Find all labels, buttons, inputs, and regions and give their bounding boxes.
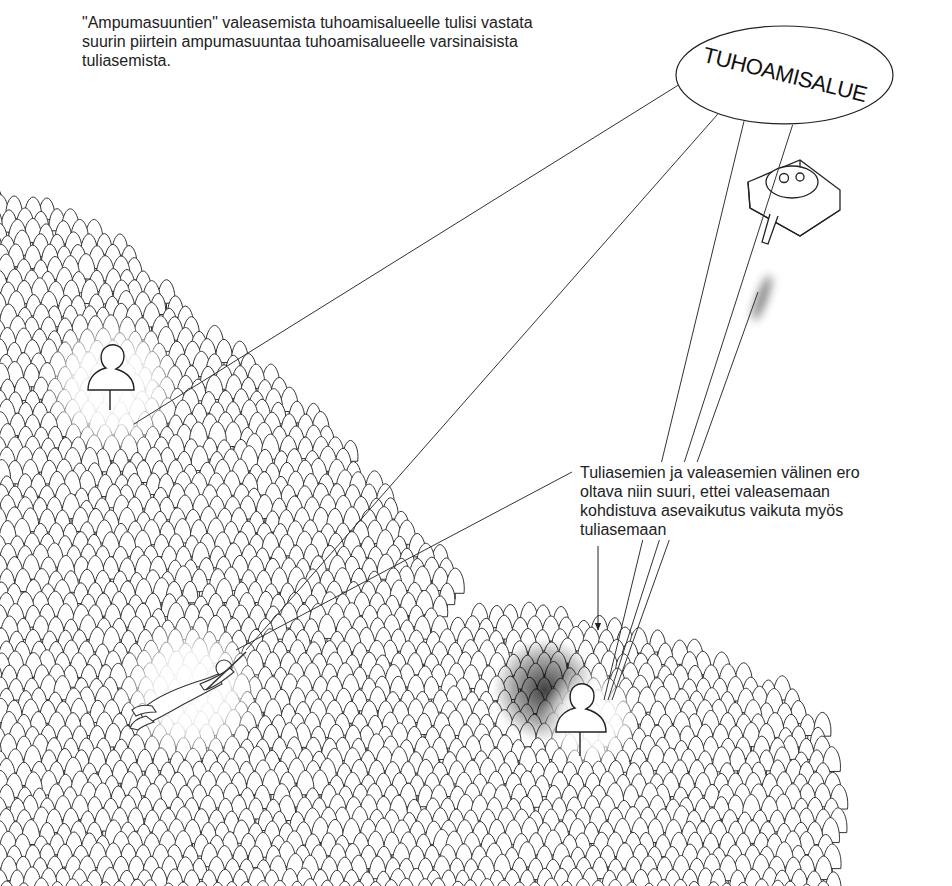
forest-illustration [0,0,952,886]
